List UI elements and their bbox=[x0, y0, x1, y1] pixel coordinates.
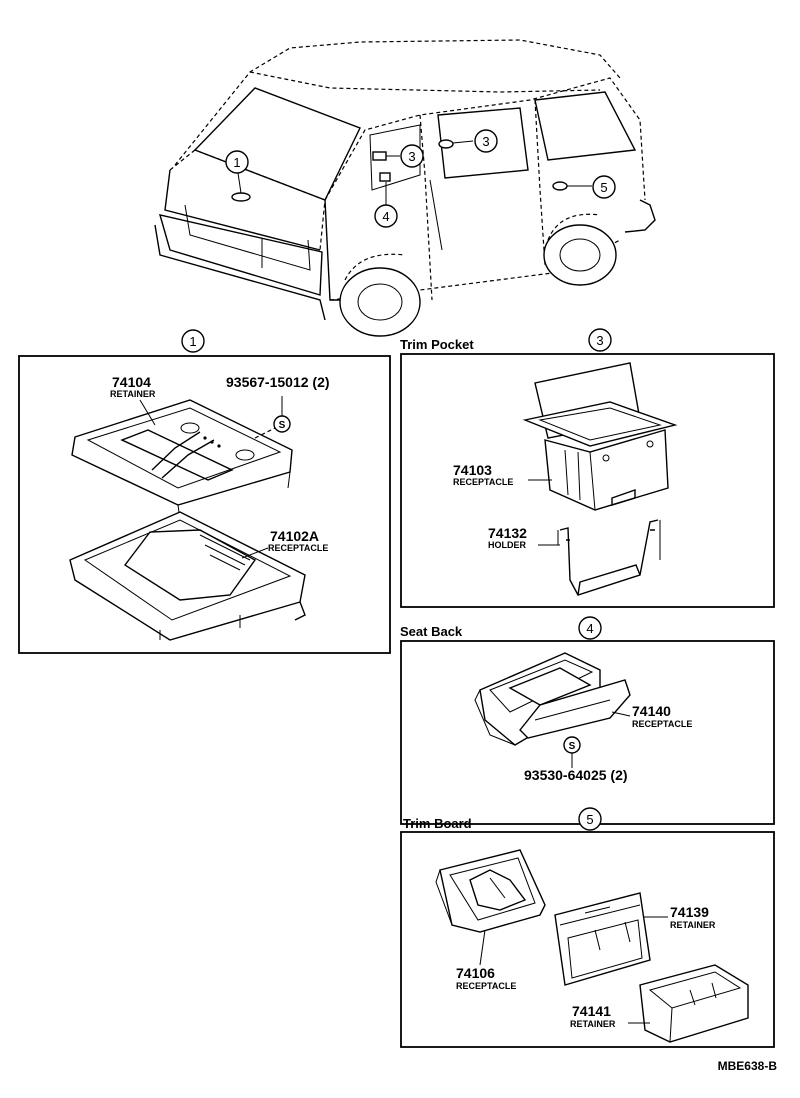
retainer-74141-drawing bbox=[639, 964, 749, 1043]
section-1-frame bbox=[18, 355, 391, 654]
part-74103-number: 74103 bbox=[453, 462, 492, 478]
section-1-number-circle bbox=[181, 329, 205, 353]
part-74139-desc: RETAINER bbox=[670, 920, 716, 930]
section-5-title: Trim Board bbox=[403, 816, 472, 831]
section-5-number: 5 bbox=[586, 812, 593, 827]
section-5-number-circle bbox=[578, 807, 602, 831]
part-74140-number: 74140 bbox=[632, 703, 671, 719]
holder-74132-drawing bbox=[557, 519, 661, 596]
part-93567-number: 93567-15012 (2) bbox=[226, 374, 330, 390]
svg-text:3: 3 bbox=[482, 134, 489, 149]
part-74132-desc: HOLDER bbox=[488, 540, 527, 550]
callout-4: 4 bbox=[374, 204, 398, 228]
svg-text:S: S bbox=[569, 741, 576, 752]
part-74140-desc: RECEPTACLE bbox=[632, 719, 692, 729]
section-3-title: Trim Pocket bbox=[400, 337, 474, 352]
svg-text:5: 5 bbox=[600, 180, 607, 195]
callout-5: 5 bbox=[592, 175, 616, 199]
svg-text:S: S bbox=[279, 420, 286, 431]
receptacle-74102a-drawing bbox=[69, 511, 306, 641]
part-74132-number: 74132 bbox=[488, 525, 527, 541]
section-4-number: 4 bbox=[586, 621, 593, 636]
callout-3b: 3 bbox=[474, 129, 498, 153]
part-74141-desc: RETAINER bbox=[570, 1019, 616, 1029]
part-74104-desc: RETAINER bbox=[110, 389, 156, 399]
part-93530-number: 93530-64025 (2) bbox=[524, 767, 628, 783]
section-4-title: Seat Back bbox=[400, 624, 463, 639]
drawing-code: MBE638-B bbox=[718, 1059, 778, 1073]
part-74106-desc: RECEPTACLE bbox=[456, 981, 516, 991]
part-74104-number: 74104 bbox=[112, 374, 151, 390]
retainer-74104-drawing bbox=[71, 399, 293, 521]
section-1-number: 1 bbox=[189, 334, 196, 349]
part-74103-desc: RECEPTACLE bbox=[453, 477, 513, 487]
section-3-frame bbox=[400, 353, 775, 608]
callout-3a: 3 bbox=[400, 144, 424, 168]
callout-1: 1 bbox=[225, 150, 249, 174]
part-74106-number: 74106 bbox=[456, 965, 495, 981]
svg-text:4: 4 bbox=[382, 209, 389, 224]
svg-text:1: 1 bbox=[233, 155, 240, 170]
svg-text:3: 3 bbox=[408, 149, 415, 164]
section-5-frame bbox=[400, 831, 775, 1048]
van-illustration bbox=[154, 39, 656, 337]
section-1: 1 S 74 bbox=[18, 329, 391, 654]
receptacle-74140-drawing bbox=[474, 652, 631, 746]
receptacle-74106-drawing bbox=[435, 849, 546, 933]
section-3-number-circle bbox=[588, 328, 612, 352]
part-74139-number: 74139 bbox=[670, 904, 709, 920]
part-74102a-number: 74102A bbox=[270, 528, 319, 544]
section-3-number: 3 bbox=[596, 333, 603, 348]
part-74141-number: 74141 bbox=[572, 1003, 611, 1019]
part-74102a-desc: RECEPTACLE bbox=[268, 543, 328, 553]
section-4: Seat Back 4 S 74140 RECEPTACLE 93530-640… bbox=[400, 616, 775, 825]
retainer-74139-drawing bbox=[554, 892, 651, 986]
section-3: Trim Pocket 3 74103 RECEPTACLE 74132 HOL… bbox=[400, 328, 775, 608]
section-5: Trim Board 5 74106 RECEPTACLE 74139 RETA… bbox=[400, 807, 775, 1048]
section-4-number-circle bbox=[578, 616, 602, 640]
receptacle-74103-drawing bbox=[522, 362, 678, 511]
